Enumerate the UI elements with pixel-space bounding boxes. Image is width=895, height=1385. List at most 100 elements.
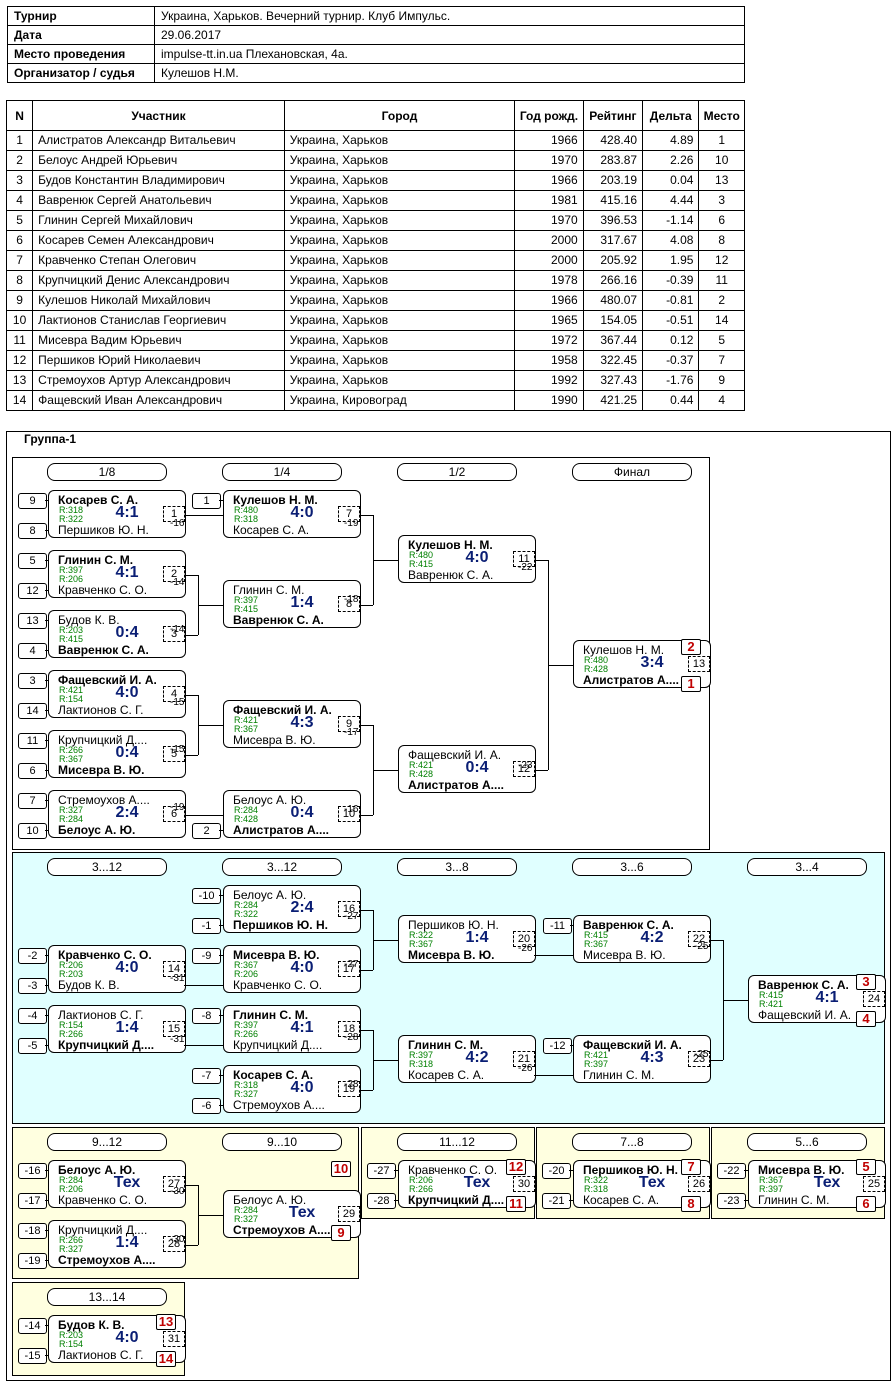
match-player-top: Лактионов С. Г. — [58, 1008, 144, 1022]
connector-line — [184, 575, 198, 576]
player-city: Украина, Харьков — [283, 310, 516, 331]
match-rating-top: R:397 — [234, 595, 259, 605]
connector-label: -25 — [694, 941, 709, 952]
connector-line — [394, 1170, 398, 1171]
match-score: 4:0 — [290, 959, 314, 976]
match-rating-bottom: R:318 — [234, 514, 259, 524]
place-badge: 6 — [856, 1196, 876, 1212]
connector-line — [359, 605, 373, 606]
player-place: 2 — [698, 290, 745, 311]
match-score: 1:4 — [115, 1019, 139, 1036]
connector-line — [184, 515, 223, 516]
player-city: Украина, Харьков — [283, 270, 516, 291]
player-rating: 317.67 — [582, 230, 644, 251]
connector-line — [184, 815, 223, 816]
match-number: 20 — [513, 931, 535, 947]
match-number: 14 — [163, 961, 185, 977]
place-badge: 8 — [681, 1196, 701, 1212]
match-player-bottom: Крупчицкий Д.... — [233, 1038, 323, 1052]
player-rating: 415.16 — [582, 190, 644, 211]
info-label: Турнир — [7, 6, 155, 26]
player-birth-year: 1990 — [514, 390, 584, 411]
player-number: 10 — [5, 310, 34, 331]
match-rating-top: R:397 — [409, 1050, 434, 1060]
connector-line — [198, 605, 223, 606]
connector-label: -27 — [344, 959, 359, 970]
seed-box: -10 — [192, 888, 221, 904]
connector-line — [184, 695, 198, 696]
player-place: 1 — [698, 130, 745, 151]
match-rating-top: R:154 — [59, 1020, 84, 1030]
player-number: 5 — [5, 210, 34, 231]
match-rating-top: R:421 — [59, 685, 84, 695]
player-number: 14 — [5, 390, 34, 411]
player-place: 11 — [698, 270, 745, 291]
player-birth-year: 1992 — [514, 370, 584, 391]
connector-line — [45, 800, 48, 801]
player-birth-year: 1965 — [514, 310, 584, 331]
connector-label: -25 — [694, 1049, 709, 1060]
player-number: 1 — [5, 130, 34, 151]
player-rating: 266.16 — [582, 270, 644, 291]
seed-box: -2 — [18, 948, 47, 964]
match-rating-top: R:284 — [234, 900, 259, 910]
player-birth-year: 1972 — [514, 330, 584, 351]
place-badge: 7 — [681, 1159, 701, 1175]
connector-line — [198, 725, 223, 726]
seed-box: -18 — [18, 1223, 47, 1239]
player-birth-year: 1966 — [514, 290, 584, 311]
place-badge: 13 — [156, 1314, 176, 1330]
match-score: 4:0 — [115, 1329, 139, 1346]
connector-line — [359, 1090, 373, 1091]
connector-line — [45, 830, 48, 831]
player-name: Першиков Юрий Николаевич — [32, 350, 285, 371]
match-player-bottom: Стремоухов А.... — [233, 1098, 325, 1112]
match-player-top: Вавренюк С. А. — [758, 978, 849, 992]
match-player-top: Белоус А. Ю. — [233, 888, 307, 902]
match-number: 23 — [688, 1051, 710, 1067]
match-player-bottom: Стремоухов А.... — [233, 1223, 331, 1237]
connector-line — [570, 1045, 573, 1046]
seed-box: -20 — [542, 1163, 571, 1179]
match-player-bottom: Алистратов А.... — [233, 823, 329, 837]
connector-line — [219, 895, 223, 896]
match-player-top: Белоус А. Ю. — [58, 1163, 136, 1177]
match-rating-top: R:367 — [234, 960, 259, 970]
seed-box: -16 — [18, 1163, 47, 1179]
match-player-bottom: Белоус А. Ю. — [58, 823, 136, 837]
match-number: 25 — [863, 1176, 885, 1192]
player-name: Крупчицкий Денис Александрович — [32, 270, 285, 291]
col-header-rating: Рейтинг — [582, 100, 644, 131]
player-rating: 421.25 — [582, 390, 644, 411]
seed-box: 14 — [18, 703, 47, 719]
player-delta: -0.51 — [642, 310, 700, 331]
place-badge: 9 — [331, 1225, 351, 1241]
player-delta: 0.12 — [642, 330, 700, 351]
match-player-top: Фащевский И. А. — [233, 703, 332, 717]
connector-line — [45, 770, 48, 771]
connector-line — [359, 515, 373, 516]
seed-box: 8 — [18, 523, 47, 539]
player-place: 9 — [698, 370, 745, 391]
connector-line — [744, 1170, 748, 1171]
connector-line — [45, 1230, 48, 1231]
player-delta: -1.14 — [642, 210, 700, 231]
seed-box: 3 — [18, 673, 47, 689]
player-name: Косарев Семен Александрович — [32, 230, 285, 251]
col-header-delta: Дельта — [642, 100, 700, 131]
match-player-top: Першиков Ю. Н. — [408, 918, 499, 932]
player-birth-year: 1981 — [514, 190, 584, 211]
match-score: 4:1 — [815, 989, 839, 1006]
match-player-bottom: Стремоухов А.... — [58, 1253, 156, 1267]
players-table: N Участник Город Год рожд. Рейтинг Дельт… — [5, 100, 745, 411]
seed-box: -23 — [717, 1193, 746, 1209]
player-place: 7 — [698, 350, 745, 371]
player-place: 5 — [698, 330, 745, 351]
connector-line — [219, 1075, 223, 1076]
